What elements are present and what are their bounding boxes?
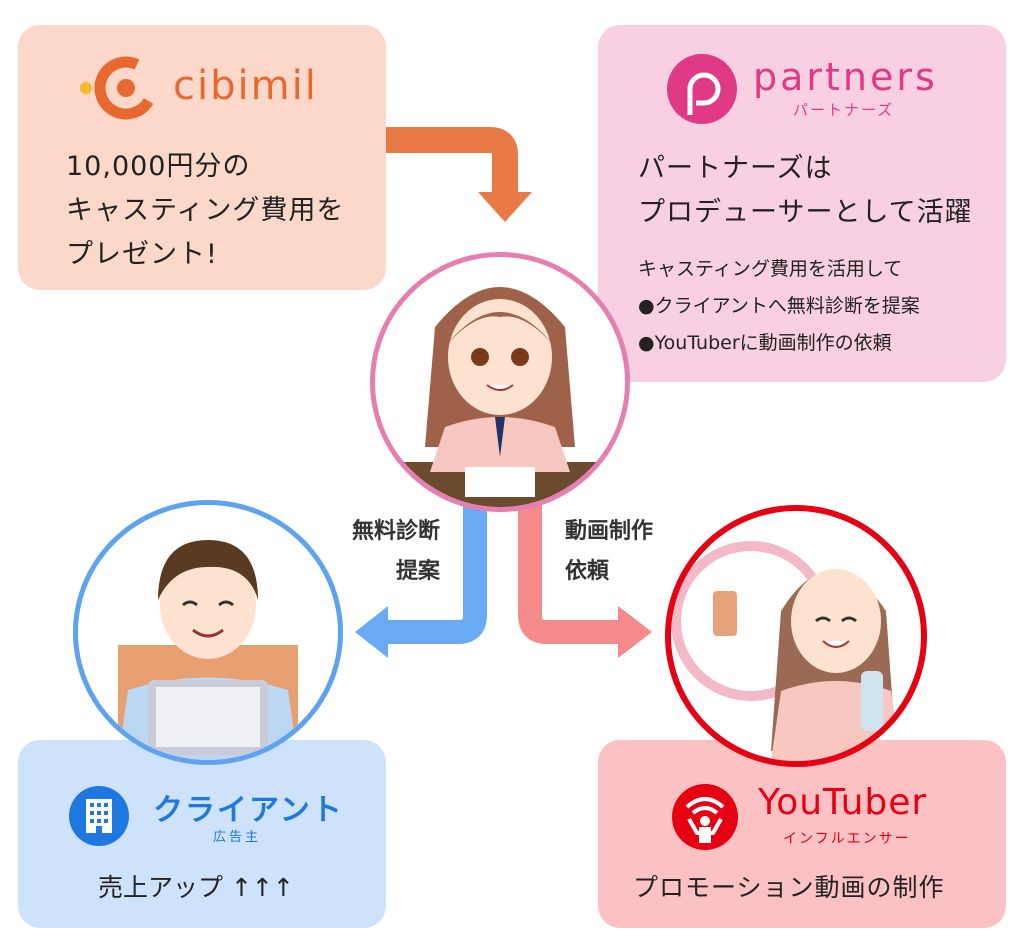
client-logo-sub: 広告主 — [213, 830, 262, 845]
cibimil-logo-icon — [80, 56, 158, 120]
influencer-icon — [672, 784, 738, 850]
building-icon — [69, 786, 129, 846]
businessman-image — [118, 540, 298, 760]
arrow-cibimil-to-partner — [386, 127, 518, 195]
partners-logo-text: partners — [753, 55, 938, 99]
message-line: 10,000円分の — [66, 151, 251, 182]
cibimil-logo — [78, 53, 168, 127]
client-logo-text: クライアント — [153, 793, 344, 828]
bullet-item: ●クライアントへ無料診断を提案 — [638, 295, 920, 317]
label-line: 提案 — [395, 559, 440, 584]
partners-heading: パートナーズは プロデューサーとして活躍 — [638, 147, 973, 235]
partners-logo-icon — [667, 54, 737, 124]
label-line: 依頼 — [565, 559, 610, 584]
arrow-head-orange — [478, 192, 532, 222]
partner-illustration — [370, 252, 630, 512]
arrow-head-blue — [355, 606, 388, 658]
client-illustration — [73, 500, 343, 765]
cibimil-message: 10,000円分の キャスティング費用を プレゼント! — [66, 145, 344, 277]
arrow-to-youtuber — [518, 500, 620, 644]
youtuber-illustration — [665, 505, 927, 767]
bullet-item: ●YouTuberに動画制作の依頼 — [638, 332, 892, 354]
label-line: 無料診断 — [351, 519, 440, 544]
arrow-label-youtuber: 動画制作 依頼 — [565, 512, 653, 592]
youtuber-message: プロモーション動画の制作 — [633, 873, 945, 902]
message-line: キャスティング費用を — [66, 195, 345, 226]
partners-details: キャスティング費用を活用して ●クライアントへ無料診断を提案 ●YouTuber… — [638, 251, 920, 362]
client-box: クライアント 広告主 売上アップ ↑↑↑ — [18, 740, 386, 928]
youtuber-box: YouTuber インフルエンサー プロモーション動画の制作 — [598, 740, 1006, 928]
arrow-to-client — [385, 500, 487, 644]
arrow-head-salmon — [618, 606, 652, 658]
partners-logo-sub: パートナーズ — [793, 101, 895, 119]
label-line: 動画制作 — [565, 519, 654, 544]
client-message: 売上アップ ↑↑↑ — [98, 873, 294, 902]
cibimil-logo-text: cibimil — [173, 63, 318, 109]
cibimil-box: cibimil 10,000円分の キャスティング費用を プレゼント! — [18, 25, 386, 290]
partners-intro: キャスティング費用を活用して — [638, 258, 903, 280]
partner-woman-image — [375, 287, 625, 507]
youtuber-logo-sub: インフルエンサー — [783, 831, 911, 847]
partners-box: partners パートナーズ パートナーズは プロデューサーとして活躍 キャス… — [598, 25, 1006, 382]
arrow-label-client: 無料診断 提案 — [328, 512, 440, 592]
heading-line: プロデューサーとして活躍 — [638, 197, 973, 228]
heading-line: パートナーズは — [638, 153, 833, 184]
message-line: プレゼント! — [66, 239, 218, 270]
youtuber-logo-text: YouTuber — [758, 782, 928, 823]
youtuber-woman-image — [671, 541, 901, 761]
